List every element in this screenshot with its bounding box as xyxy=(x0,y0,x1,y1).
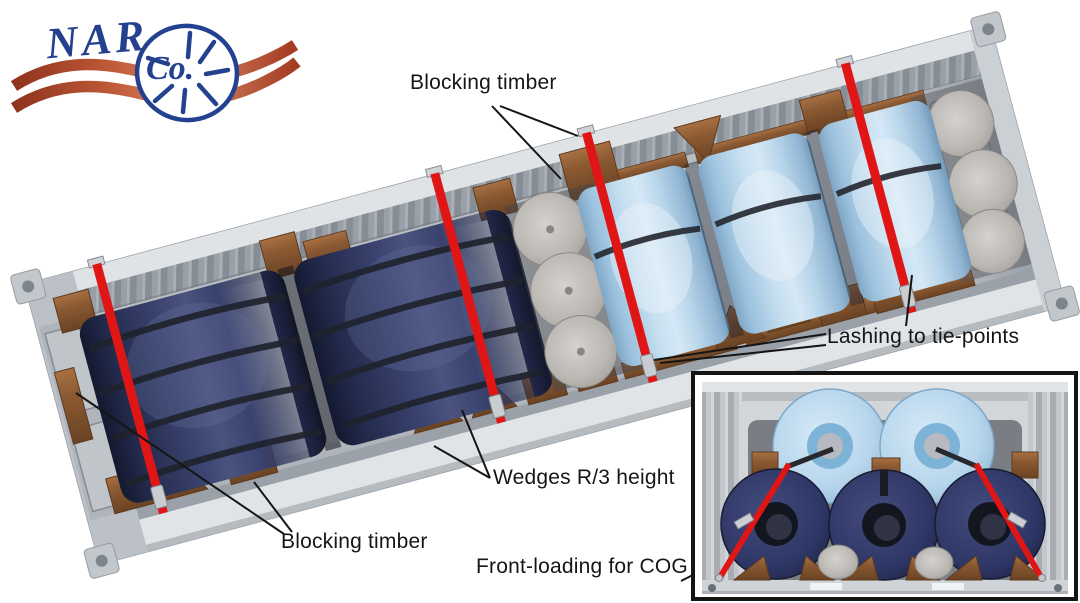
lashing-strap xyxy=(86,255,168,515)
coil-band xyxy=(326,323,534,385)
container-top-view xyxy=(10,11,1080,579)
wedge xyxy=(1009,555,1046,581)
inset-top-rail xyxy=(702,382,1068,392)
coil-band xyxy=(714,193,822,228)
strap-buckle xyxy=(1006,511,1028,529)
casting-hole xyxy=(95,554,108,567)
strap-buckle xyxy=(150,484,168,509)
strap-buckle xyxy=(898,283,917,309)
lashing-strap xyxy=(835,54,917,314)
tie-point-hook xyxy=(715,574,723,582)
coil-band xyxy=(593,225,701,260)
inset-floor xyxy=(702,580,1068,594)
logo-company-suffix: Co. xyxy=(146,50,195,87)
airbag-valve xyxy=(576,347,585,356)
inset-coil-navy xyxy=(828,469,940,581)
leader-wedges-1 xyxy=(433,445,491,479)
tie-point-hook xyxy=(1038,574,1046,582)
right-end-wall xyxy=(969,25,1066,312)
inset-cross-section-view xyxy=(691,371,1078,601)
inset-floor-slot xyxy=(932,583,964,590)
inset-coil-navy xyxy=(720,468,832,580)
casting-hole xyxy=(22,280,35,293)
dunnage-airbag xyxy=(817,544,859,580)
logo-company-name: NAR xyxy=(44,10,151,69)
annotation-leader-lines xyxy=(75,105,913,582)
dunnage-airbag-stack xyxy=(512,191,618,389)
leader-wedges-2 xyxy=(461,409,491,479)
inset-ceiling-shadow xyxy=(742,392,1028,401)
airbag-valve xyxy=(564,286,573,295)
strap-buckle xyxy=(640,353,658,378)
leader-lashing-1 xyxy=(653,333,827,361)
label-blocking-timber-bottom: Blocking timber xyxy=(281,530,428,553)
leader-blocking-bottom-1 xyxy=(75,392,285,535)
casting-hole xyxy=(1055,297,1068,310)
coil-eye-rod xyxy=(788,446,834,469)
coil-band xyxy=(98,336,301,397)
leader-blocking-bottom-2 xyxy=(253,481,293,533)
company-logo-graphic xyxy=(10,23,301,123)
label-wedges-height: Wedges R/3 height xyxy=(493,466,675,489)
inset-floor-edge xyxy=(702,591,1068,594)
container-far-wall-top xyxy=(24,25,996,305)
leader-lashing-3 xyxy=(905,274,913,327)
leader-blocking-top-1 xyxy=(499,105,579,137)
coil-band xyxy=(835,163,942,197)
strap-buckle xyxy=(733,512,755,530)
strap-buckle xyxy=(488,393,506,419)
lashing-strap xyxy=(576,124,658,384)
leader-blocking-top-2 xyxy=(491,105,562,180)
leader-lashing-2 xyxy=(659,344,827,364)
wedge xyxy=(944,555,983,581)
blocking-timber xyxy=(1011,451,1039,479)
lashing-strap xyxy=(973,462,1045,581)
label-lashing-tie-points: Lashing to tie-points xyxy=(827,325,1020,348)
inset-casting-hole xyxy=(708,584,716,592)
logo-coil-spokes xyxy=(145,30,231,115)
lashing-strap xyxy=(424,164,506,424)
corner-castings xyxy=(10,11,1080,579)
label-front-loading-cog: Front-loading for COG xyxy=(476,555,688,578)
coil-band xyxy=(340,368,544,430)
coil-band xyxy=(302,233,510,295)
steel-coil-navy-1 xyxy=(79,270,327,503)
blocking-timber xyxy=(53,366,94,445)
airbag-valve xyxy=(546,225,555,234)
container-near-wall-inner xyxy=(87,262,1058,535)
inset-casting-hole xyxy=(1054,584,1062,592)
lashing-strap xyxy=(716,462,792,581)
coil-gap-shadow xyxy=(683,160,745,339)
wedge xyxy=(673,114,722,164)
container-near-wall-outer xyxy=(97,298,1066,565)
coil-gap-shadow xyxy=(277,265,342,452)
coil-band xyxy=(312,277,524,340)
steel-coil-blue-2 xyxy=(698,133,851,334)
casting-hole xyxy=(982,23,995,36)
dunnage-airbag xyxy=(914,546,954,580)
inset-floor-slot xyxy=(810,583,842,590)
label-blocking-timber-top: Blocking timber xyxy=(410,71,557,94)
lashing-straps xyxy=(86,54,917,515)
coil-eye-rod xyxy=(935,446,977,469)
coil-gap-shadow xyxy=(804,128,865,307)
wedge xyxy=(732,555,771,581)
